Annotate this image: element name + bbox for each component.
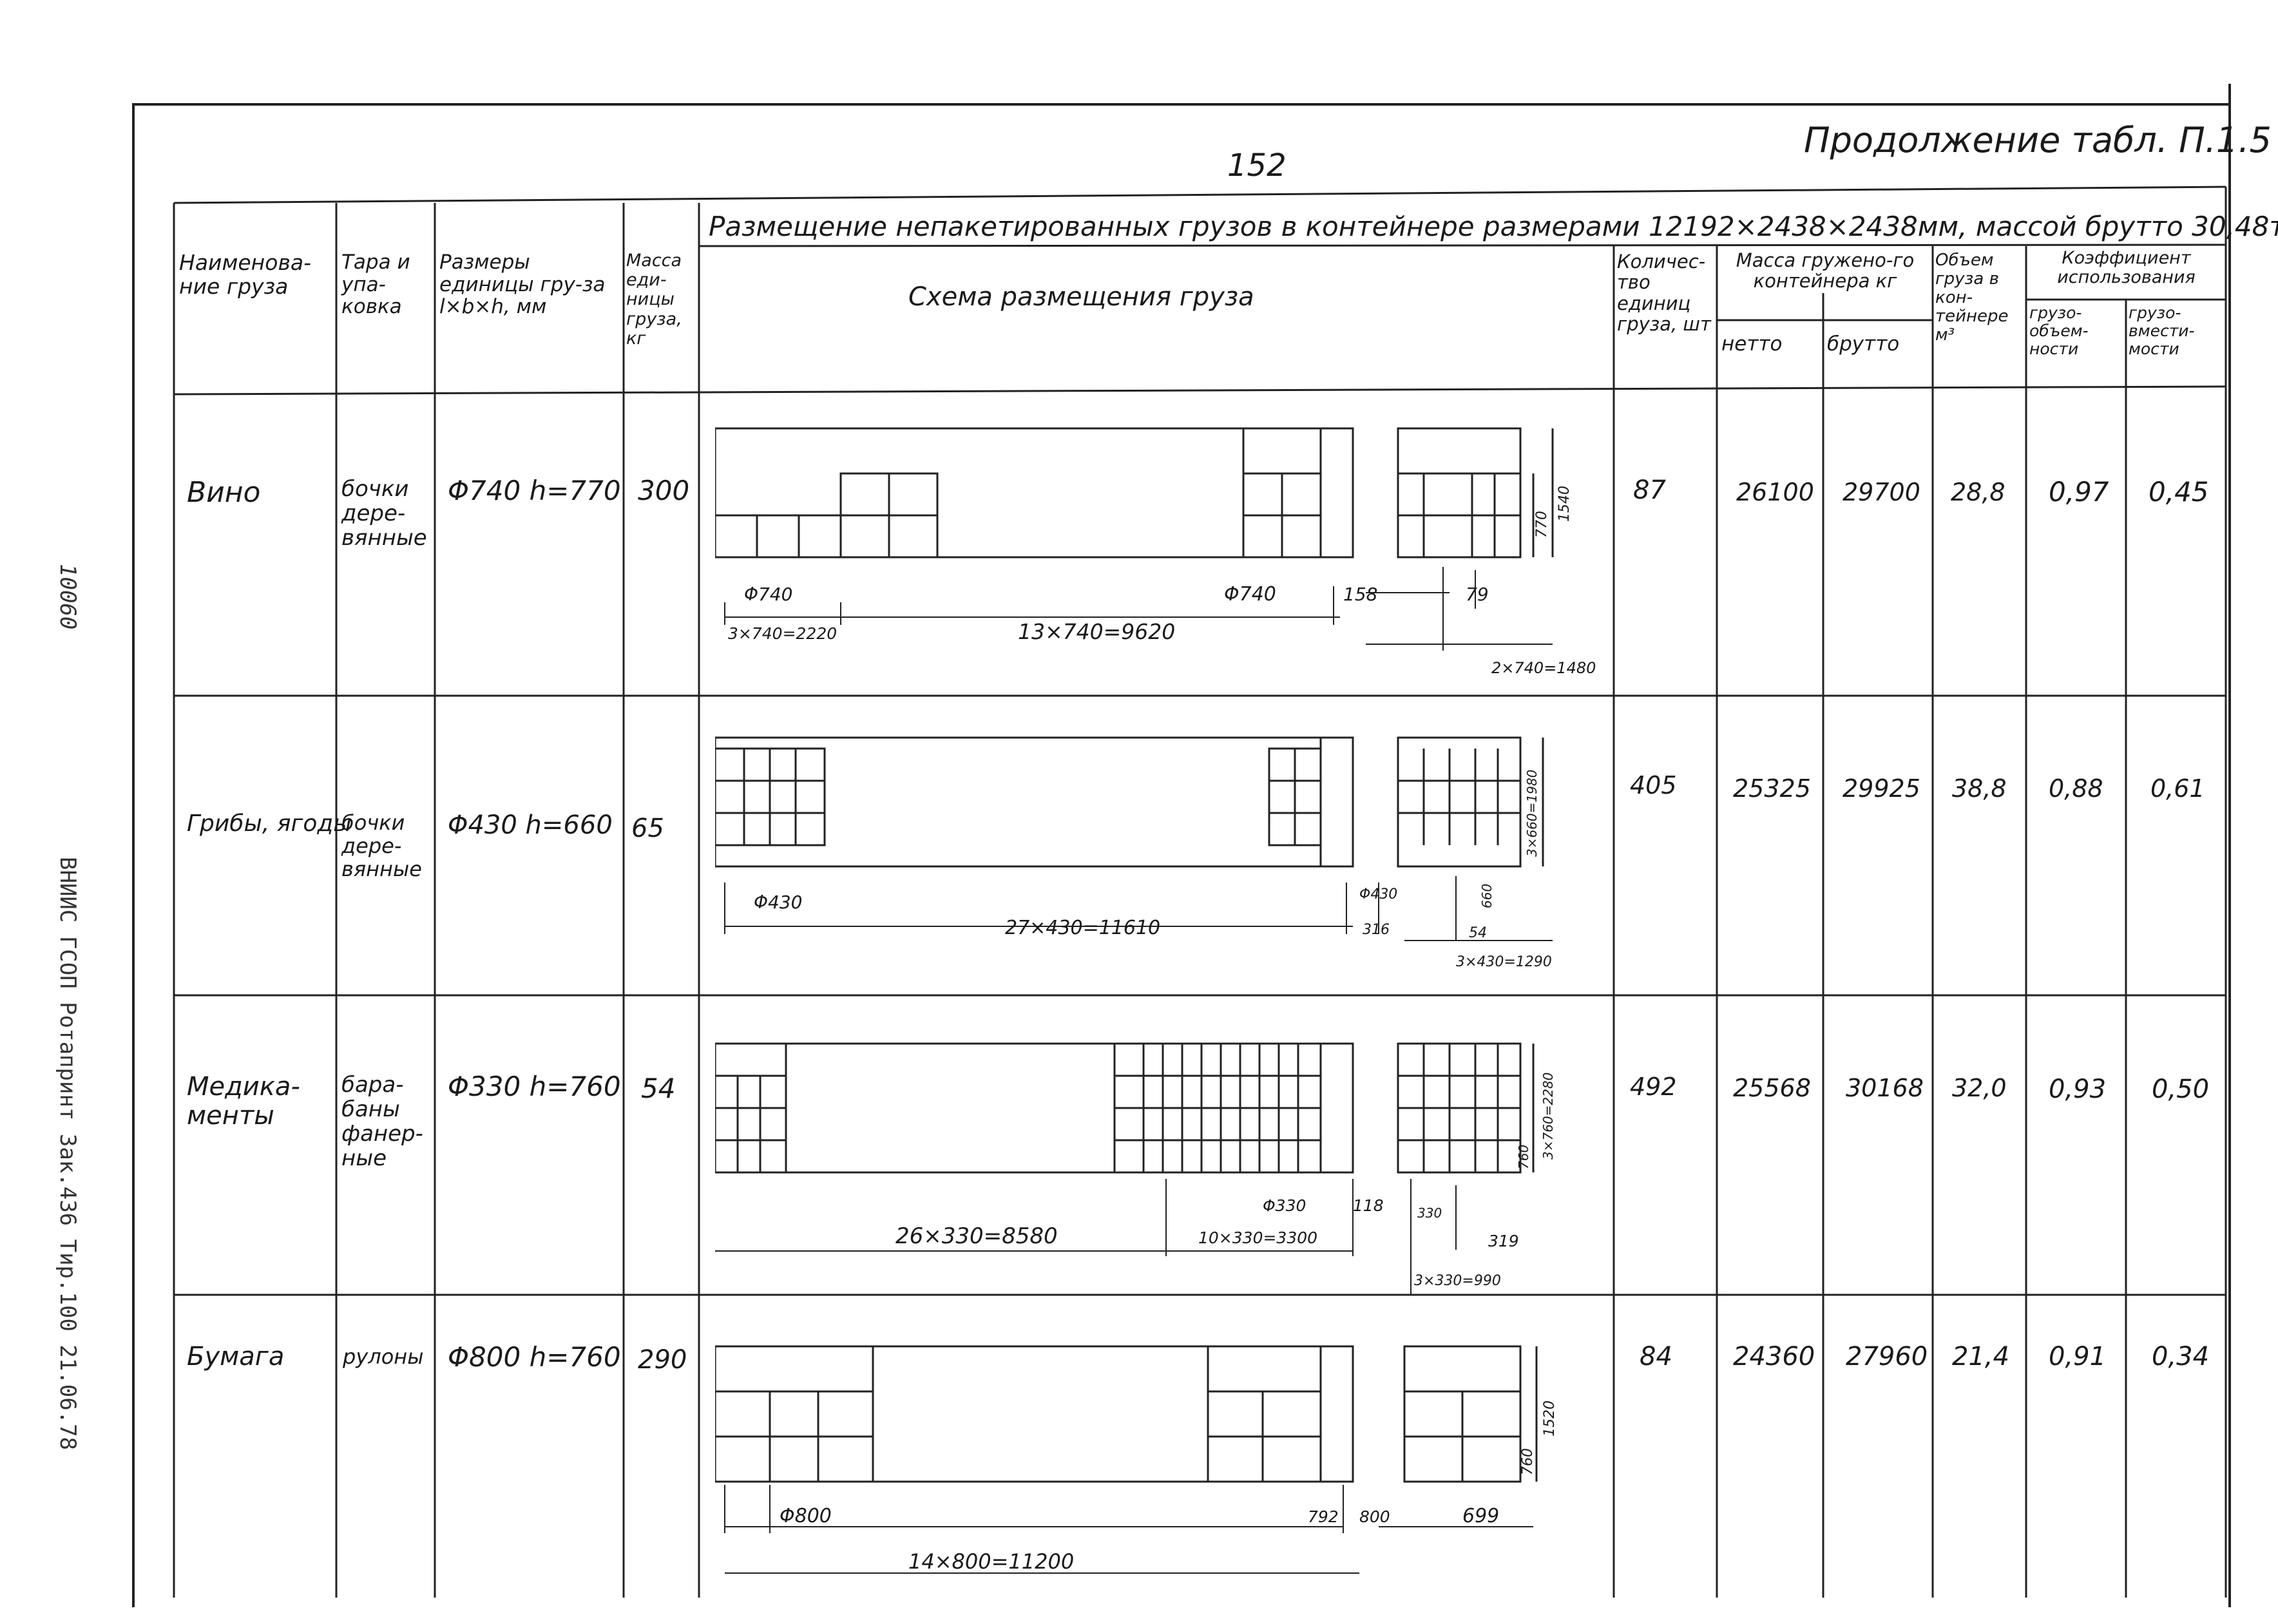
scheme-label-d-left: Φ740 (744, 584, 792, 605)
cell-name: Медика-менты (187, 1072, 300, 1131)
scheme-label-dim-left: 3×740=2220 (728, 624, 837, 643)
cell-tare: рулоны (343, 1344, 424, 1369)
header-coef-volume: грузо-объем-ности (2029, 303, 2089, 358)
cell-net: 25568 (1733, 1074, 1811, 1102)
scheme-label-d-left: Φ430 (754, 892, 802, 913)
header-volume: Объем груза в кон-тейнере м³ (1935, 251, 2009, 345)
header-scheme: Схема размещения груза (908, 282, 1254, 312)
cell-volume: 38,8 (1952, 774, 2007, 803)
cell-coef-volume: 0,97 (2049, 476, 2109, 508)
scheme-label-side-d: 800 (1359, 1507, 1390, 1526)
scheme-label-side-gap: 699 (1462, 1505, 1499, 1527)
cell-unit-mass: 300 (638, 475, 690, 506)
cell-tare: бочки дере-вянные (341, 476, 427, 551)
scheme-label-dim-main: 14×800=11200 (908, 1549, 1074, 1574)
cell-gross: 30168 (1846, 1074, 1924, 1102)
scheme-label-h2: 3×760=2280 (1540, 1073, 1556, 1160)
cell-gross: 29925 (1843, 774, 1920, 803)
loading-scheme-mushrooms: Φ430 27×430=11610 Φ430 316 54 660 3×660=… (715, 736, 1553, 970)
scheme-label-h2: 1520 (1542, 1400, 1558, 1437)
scheme-label-side-gap: 54 (1469, 925, 1487, 941)
table-continuation: Продолжение табл. П.1.5 (1804, 120, 2272, 160)
cell-volume: 32,0 (1952, 1074, 2007, 1102)
cell-quantity: 87 (1633, 475, 1666, 505)
table-caption: Размещение непакетированных грузов в кон… (709, 211, 2278, 242)
cell-unit-mass: 290 (638, 1345, 687, 1375)
header-coef-capacity: грузо-вмести-мости (2129, 303, 2195, 358)
header-name: Наименова-ние груза (179, 250, 312, 299)
cell-name: Бумага (187, 1342, 285, 1371)
cell-coef-capacity: 0,61 (2150, 774, 2205, 803)
scheme-label-side-dim: 3×430=1290 (1456, 954, 1552, 970)
header-unit-mass: Масса еди-ницы груза, кг (626, 251, 682, 349)
cell-coef-capacity: 0,34 (2152, 1342, 2210, 1371)
cell-name: Грибы, ягоды (187, 810, 352, 837)
cell-quantity: 492 (1630, 1073, 1677, 1101)
cell-net: 25325 (1733, 774, 1811, 803)
scheme-label-dim-main: 13×740=9620 (1018, 619, 1175, 644)
scheme-label-d-right: Φ430 (1359, 886, 1397, 903)
scheme-label-dim-main: 26×330=8580 (895, 1223, 1058, 1249)
cell-gross: 29700 (1843, 478, 1920, 506)
cell-coef-volume: 0,91 (2049, 1342, 2107, 1371)
scheme-label-gap: 792 (1308, 1507, 1339, 1526)
cell-volume: 21,4 (1952, 1342, 2010, 1371)
cell-quantity: 405 (1630, 771, 1677, 799)
scheme-label-dim-right: 10×330=3300 (1198, 1228, 1317, 1247)
cell-coef-capacity: 0,50 (2152, 1075, 2210, 1104)
cell-dimensions: Φ330 h=760 (448, 1071, 621, 1102)
scheme-label-gap: 316 (1363, 922, 1390, 938)
cell-unit-mass: 65 (631, 814, 664, 843)
scheme-label-h2: 1540 (1556, 486, 1573, 522)
scheme-label-h1: 770 (1534, 511, 1550, 538)
scheme-label-d-left: Φ800 (780, 1505, 832, 1527)
cell-dimensions: Φ800 h=760 (448, 1341, 621, 1373)
scheme-label-h1: 660 (1479, 884, 1495, 908)
cell-net: 26100 (1736, 478, 1814, 506)
cell-volume: 28,8 (1951, 478, 2005, 506)
header-gross: брутто (1827, 332, 1900, 356)
scheme-label-side-gap: 319 (1488, 1232, 1519, 1250)
scheme-label-side-dim: 2×740=1480 (1491, 659, 1596, 677)
cell-dimensions: Φ740 h=770 (448, 475, 621, 506)
cell-unit-mass: 54 (641, 1073, 676, 1104)
cell-quantity: 84 (1640, 1342, 1672, 1371)
header-quantity: Количес-тво единиц груза, шт (1617, 251, 1711, 336)
scheme-label-gap: 118 (1353, 1196, 1384, 1215)
page-frame-right (2228, 84, 2231, 1607)
header-dimensions: Размеры единицы гру-за l×b×h, мм (439, 251, 606, 319)
loading-scheme-medicine: 26×330=8580 10×330=3300 Φ330 118 330 319… (715, 1042, 1556, 1295)
scheme-label-h1: 760 (1520, 1448, 1536, 1475)
cell-coef-volume: 0,88 (2049, 774, 2103, 803)
cell-coef-capacity: 0,45 (2149, 476, 2209, 508)
scheme-label-d-right: Φ330 (1263, 1196, 1306, 1215)
scheme-label-side-d: 330 (1417, 1205, 1442, 1221)
loading-scheme-paper: Φ800 14×800=11200 792 800 699 760 1520 (715, 1345, 1558, 1574)
cell-gross: 27960 (1846, 1342, 1928, 1371)
loading-scheme-wine: Φ740 3×740=2220 13×740=9620 Φ740 158 79 … (715, 427, 1596, 677)
cell-name: Вино (187, 476, 261, 509)
cell-tare: бочки дере-вянные (341, 810, 422, 881)
cell-net: 24360 (1733, 1342, 1815, 1371)
scheme-label-dim-main: 27×430=11610 (1005, 917, 1160, 939)
scheme-label-h1: 760 (1516, 1145, 1531, 1169)
header-tare: Тара и упа-ковка (341, 251, 410, 319)
header-coefficient: Коэффициент использования (2057, 248, 2196, 288)
page-number: 152 (1227, 148, 1287, 184)
cell-coef-volume: 0,93 (2049, 1075, 2107, 1104)
scheme-label-side-dim: 3×330=990 (1414, 1273, 1501, 1289)
scheme-label-side-gap: 79 (1466, 584, 1489, 605)
header-container-mass: Масса гружено-го контейнера кг (1736, 249, 1915, 292)
header-net: нетто (1721, 332, 1783, 356)
scheme-label-d-right: Φ740 (1224, 583, 1276, 606)
cell-tare: бара-баны фанер-ные (341, 1072, 423, 1172)
page-frame-top (132, 103, 2231, 106)
page-frame-left (132, 103, 135, 1607)
scheme-label-h2: 3×660=1980 (1524, 770, 1540, 857)
scheme-label-gap: 158 (1343, 584, 1377, 605)
cell-dimensions: Φ430 h=660 (448, 810, 613, 840)
